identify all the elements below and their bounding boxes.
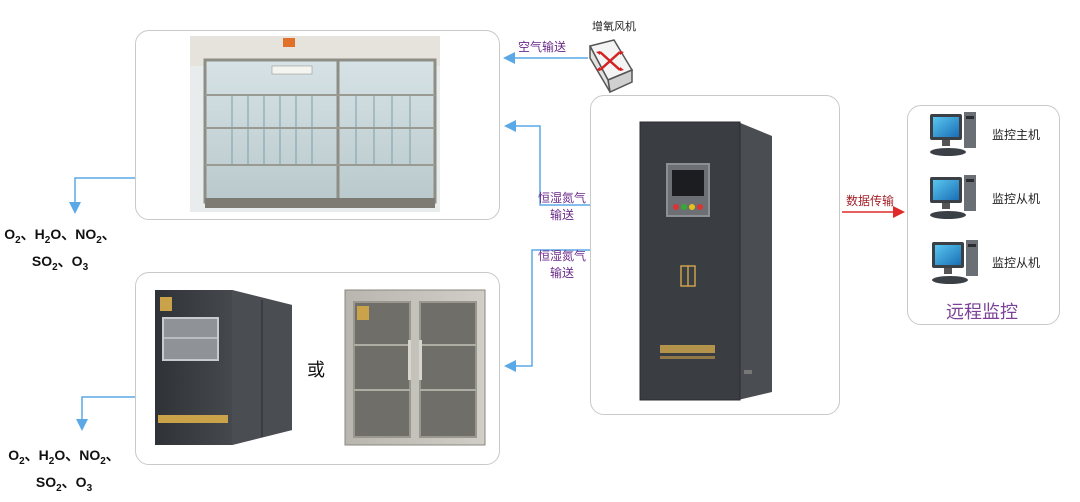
monitor-pc-label-2: 监控从机 [992,192,1041,206]
nitrogen-arrow-bottom [504,249,590,372]
monitor-pc-label-3: 监控从机 [992,256,1041,270]
nitrogen-label-bottom: 恒湿氮气 输送 [538,249,587,280]
remote-monitor-title: 远程监控 [946,302,1018,323]
control-cabinet [639,121,772,401]
computer-icon [932,240,978,284]
or-label: 或 [307,360,325,381]
gas-list-bottom: O2、H2O、NO2、 SO2、O3 [8,447,120,494]
computer-icon [930,175,976,219]
nitrogen-arrow-top [504,120,590,206]
fan-icon [588,39,634,94]
gray-storage-cabinet [344,289,486,446]
gas-arrow-bottom [76,396,135,431]
dark-storage-cabinet [155,290,292,445]
gas-list-top: O2、H2O、NO2、 SO2、O3 [4,226,116,273]
gas-arrow-top [69,177,135,214]
monitor-pc-label-1: 监控主机 [992,128,1041,142]
glass-chamber [190,36,440,212]
air-delivery-label: 空气输送 [518,40,567,54]
computer-icon [930,112,976,156]
fan-label: 增氧风机 [592,20,636,33]
nitrogen-label-top: 恒湿氮气 输送 [538,191,587,222]
data-transfer-label: 数据传输 [846,194,895,208]
